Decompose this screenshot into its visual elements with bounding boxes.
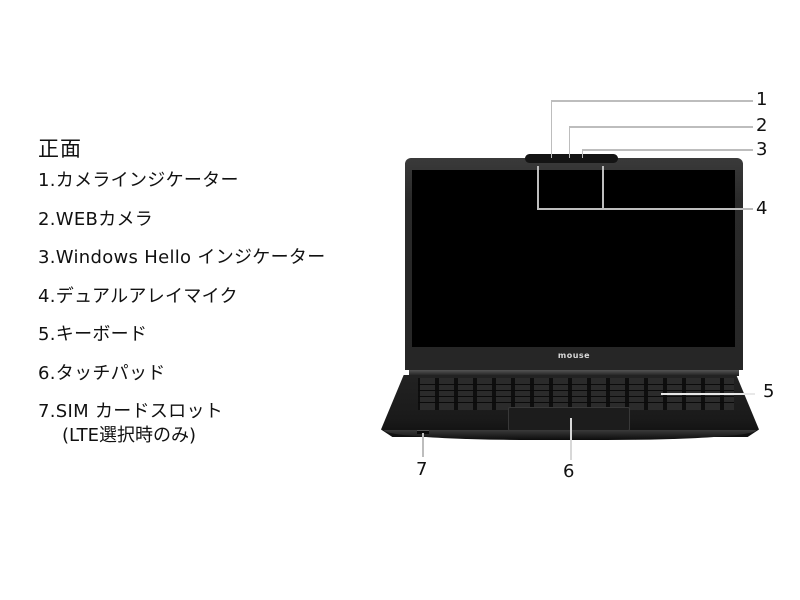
laptop-lid: mouse bbox=[405, 154, 743, 370]
callout-number-5: 5 bbox=[763, 381, 775, 402]
brand-logo: mouse bbox=[557, 351, 591, 360]
callout-number-1: 1 bbox=[756, 89, 768, 110]
component-legend: 正面 1.カメラインジケーター 2.WEBカメラ 3.Windows Hello… bbox=[38, 134, 326, 447]
callout-line-4 bbox=[537, 166, 539, 209]
legend-item-windows-hello: 3.Windows Hello インジケーター bbox=[38, 247, 326, 268]
sim-card-slot bbox=[417, 430, 429, 434]
callout-line-5 bbox=[661, 393, 755, 395]
callout-line-2 bbox=[569, 126, 753, 128]
callout-number-4: 4 bbox=[756, 198, 768, 219]
legend-item-sim-note: (LTE選択時のみ) bbox=[62, 425, 196, 446]
callout-line-4 bbox=[537, 208, 753, 210]
callout-line-3 bbox=[582, 149, 583, 158]
legend-item-dual-array-mic: 4.デュアルアレイマイク bbox=[38, 285, 238, 307]
callout-line-1 bbox=[551, 100, 552, 158]
legend-title: 正面 bbox=[38, 137, 82, 161]
callout-line-2 bbox=[569, 126, 570, 158]
laptop-touchpad bbox=[508, 407, 630, 431]
laptop-screen bbox=[412, 170, 735, 347]
callout-line-7 bbox=[422, 433, 424, 457]
callout-number-6: 6 bbox=[563, 461, 575, 482]
callout-line-3 bbox=[582, 149, 753, 151]
laptop-hinge bbox=[409, 370, 739, 376]
legend-item-sim-slot: 7.SIM カードスロット bbox=[38, 401, 224, 422]
callout-number-2: 2 bbox=[756, 115, 768, 136]
callout-line-6 bbox=[570, 418, 572, 460]
legend-item-touchpad: 6.タッチパッド bbox=[38, 362, 166, 384]
legend-item-camera-indicator: 1.カメラインジケーター bbox=[38, 170, 239, 191]
legend-item-web-camera: 2.WEBカメラ bbox=[38, 208, 154, 230]
callout-line-1 bbox=[551, 100, 753, 102]
legend-item-keyboard: 5.キーボード bbox=[38, 324, 148, 345]
callout-number-7: 7 bbox=[416, 459, 428, 480]
callout-number-3: 3 bbox=[756, 139, 768, 160]
callout-line-4 bbox=[602, 166, 604, 209]
camera-notch bbox=[525, 154, 618, 163]
